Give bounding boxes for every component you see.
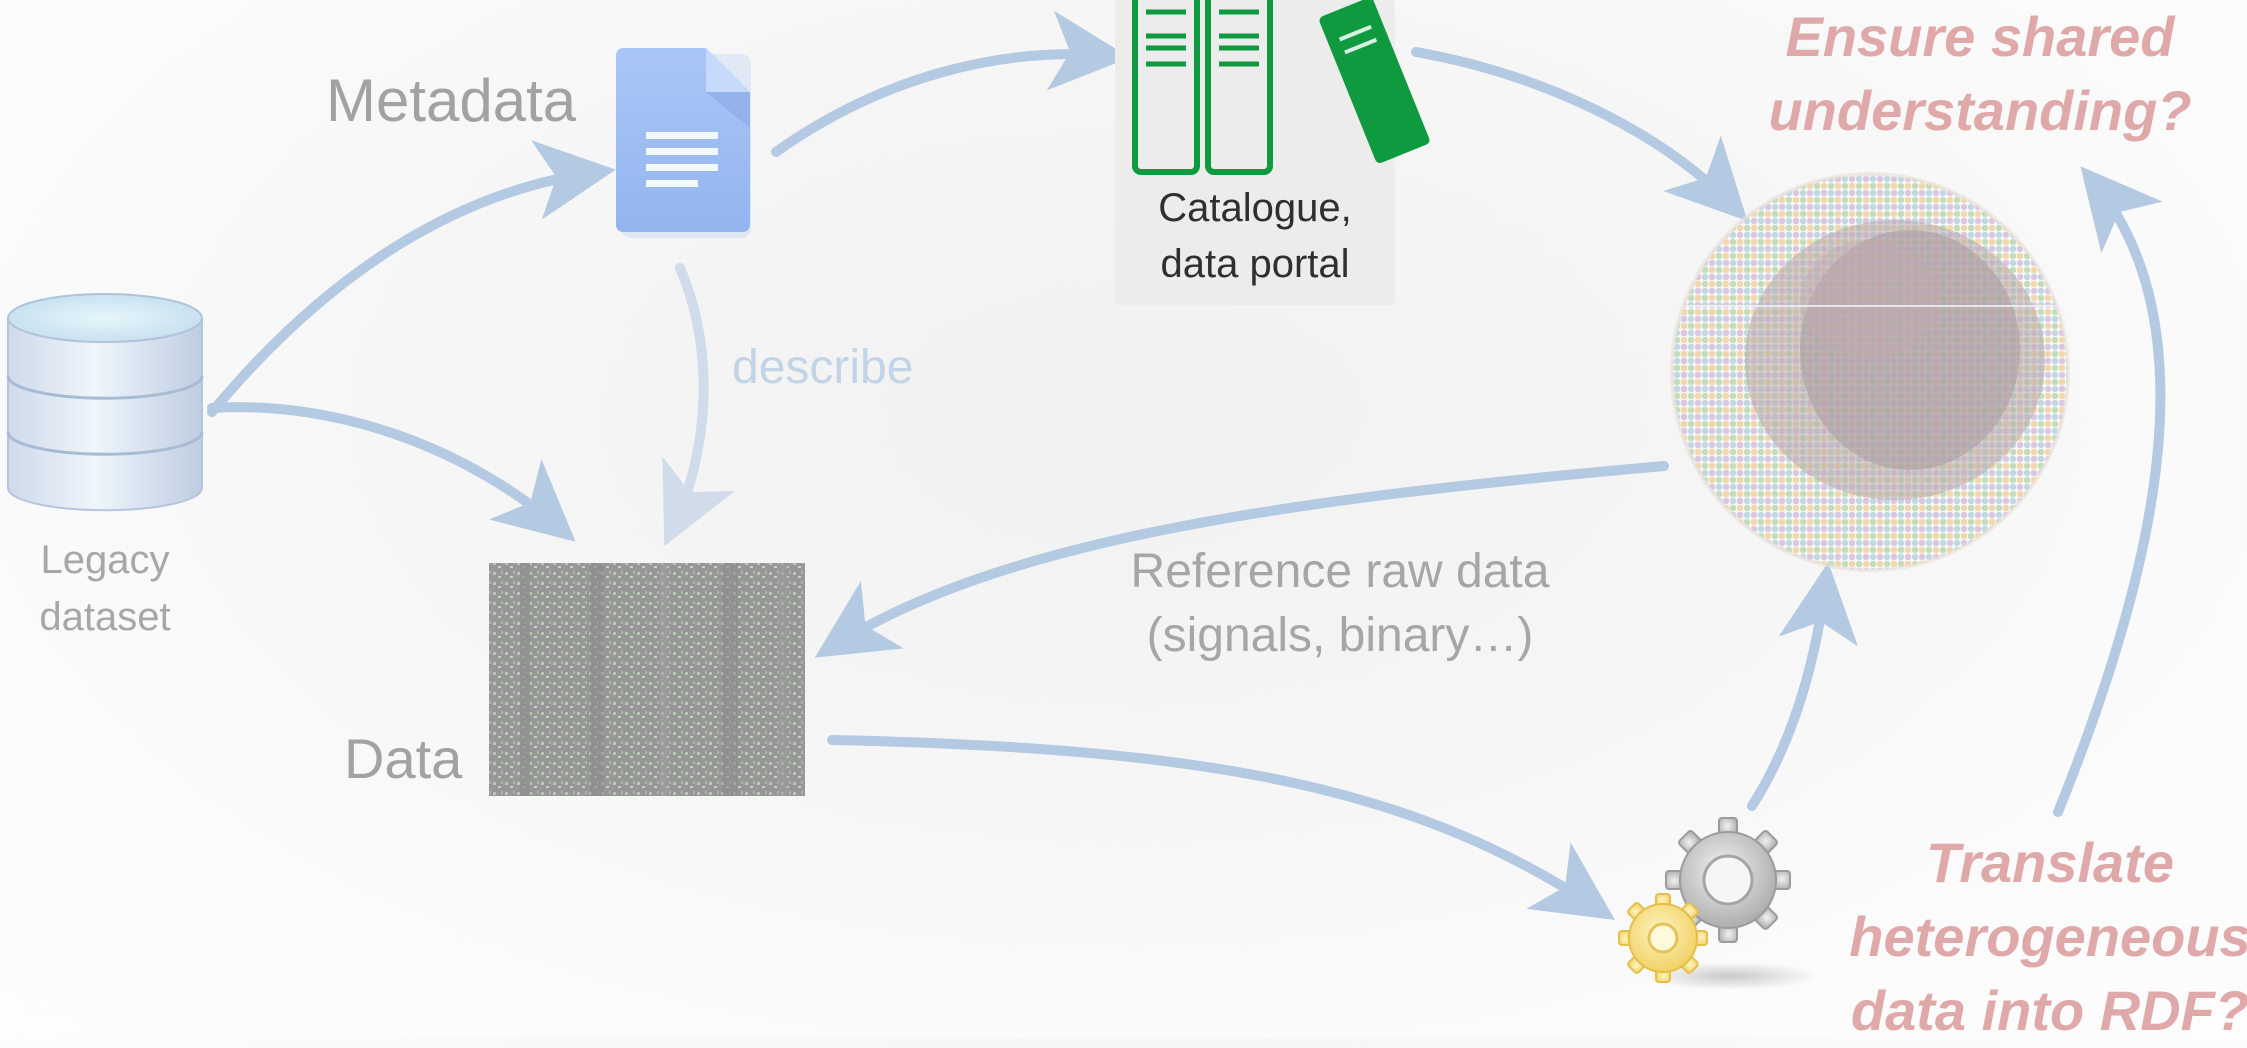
arrow-metadata-to-catalogue <box>771 10 1130 157</box>
database-cylinder-icon <box>6 293 204 512</box>
catalogue-label-line2: data portal <box>1160 242 1350 286</box>
arrow-translate-to-understanding <box>2053 166 2166 817</box>
question-translate-rdf: Translate heterogeneous data into RDF? <box>1840 826 2247 1048</box>
arrow-gears-to-graph <box>1747 562 1858 811</box>
catalogue-label-line1: Catalogue, <box>1158 186 1352 230</box>
legacy-label-line1: Legacy <box>40 538 170 582</box>
legacy-dataset-label: Legacy dataset <box>30 532 180 646</box>
question-shared-line2: understanding? <box>1768 79 2192 142</box>
metadata-label: Metadata <box>326 67 577 134</box>
arrow-catalogue-to-graph <box>1411 47 1748 221</box>
arrow-legacy-to-metadata <box>207 140 616 417</box>
legacy-label-line2: dataset <box>39 595 171 639</box>
question-shared-understanding: Ensure shared understanding? <box>1740 0 2220 148</box>
raw-label-line1: Reference raw data <box>1130 545 1550 598</box>
question-shared-line1: Ensure shared <box>1785 5 2175 68</box>
arrow-metadata-describes-data <box>662 263 735 547</box>
arrow-legacy-to-data <box>207 402 576 542</box>
question-translate-line3: data into RDF? <box>1850 979 2247 1042</box>
question-translate-line2: heterogeneous <box>1849 905 2247 968</box>
data-label: Data <box>344 727 463 790</box>
raw-data-matrix-icon <box>489 563 805 796</box>
arrow-graph-to-data <box>814 461 1669 658</box>
describe-label: describe <box>732 341 914 394</box>
books-icon <box>1115 0 1430 305</box>
reference-raw-data-label: Reference raw data (signals, binary…) <box>1090 540 1590 668</box>
arrow-data-to-gears <box>827 735 1615 920</box>
question-translate-line1: Translate <box>1926 831 2174 894</box>
network-graph-icon <box>1670 172 2070 572</box>
raw-label-line2: (signals, binary…) <box>1146 609 1534 662</box>
document-icon <box>616 48 751 238</box>
gears-icon <box>1618 817 1818 990</box>
catalogue-label: Catalogue, data portal <box>1116 180 1394 292</box>
